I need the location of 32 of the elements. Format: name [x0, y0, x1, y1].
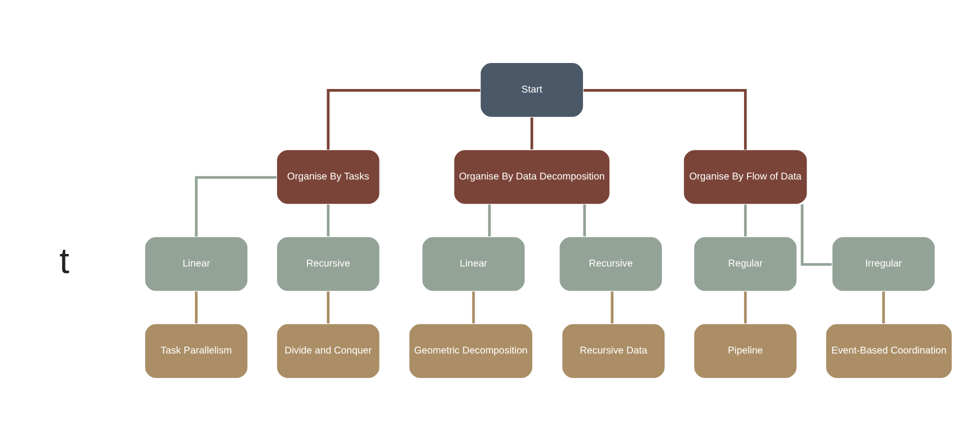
connector — [472, 292, 475, 324]
label: t — [59, 240, 70, 281]
connector — [530, 118, 534, 150]
node-box: Divide and Conquer — [276, 323, 380, 379]
connector — [583, 204, 586, 236]
connector — [882, 292, 885, 324]
node-box: Regular — [693, 236, 798, 292]
connector — [326, 89, 480, 150]
node-box: Geometric Decomposition — [408, 323, 534, 379]
connector — [194, 292, 198, 324]
node-box: Recursive Data — [561, 323, 666, 379]
connector — [584, 89, 747, 150]
node-box: Pipeline — [693, 323, 798, 379]
connector — [610, 292, 614, 324]
node-box: Start — [480, 62, 584, 118]
node-box: Linear — [144, 236, 248, 292]
connector — [800, 204, 832, 266]
node-box: Recursive — [276, 236, 380, 292]
connector — [744, 204, 747, 236]
connector — [744, 292, 747, 324]
node-box: Task Parallelism — [144, 323, 248, 379]
node-box: Irregular — [832, 236, 936, 292]
node-box: Recursive — [558, 236, 663, 292]
node-box: Organise By Data Decomposition — [453, 149, 610, 205]
node-box: Organise By Flow of Data — [683, 149, 808, 205]
node-box: Event-Based Coordination — [825, 323, 953, 379]
node-box: Linear — [421, 236, 526, 292]
connector — [326, 292, 330, 324]
connector — [488, 204, 491, 236]
connector — [194, 176, 276, 237]
connector — [326, 204, 330, 236]
node-box: Organise By Tasks — [276, 149, 380, 205]
